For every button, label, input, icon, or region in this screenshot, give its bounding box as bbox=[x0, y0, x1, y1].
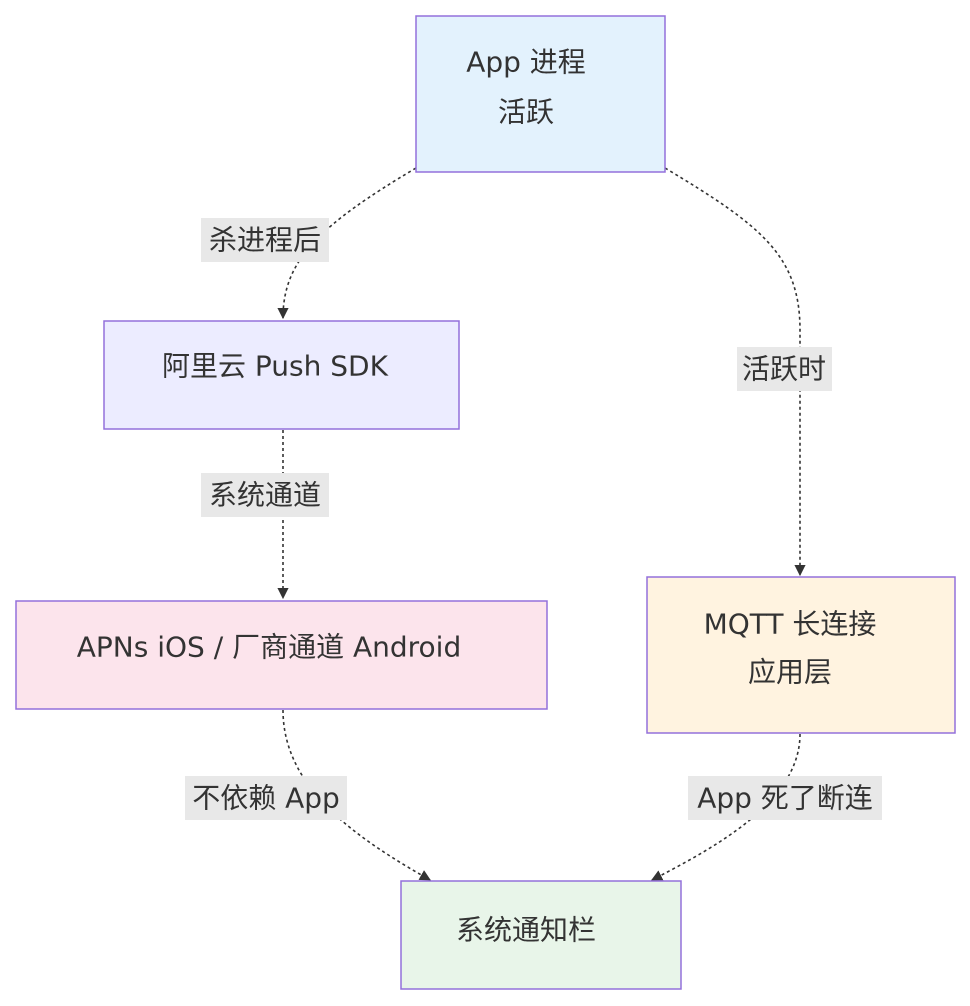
node-mqtt-line1: MQTT 长连接 bbox=[704, 608, 877, 641]
edge-label-kill: 杀进程后 bbox=[201, 218, 329, 262]
node-apns-label: APNs iOS / 厂商通道 Android bbox=[77, 631, 461, 664]
node-aliyun-label: 阿里云 Push SDK bbox=[162, 350, 389, 383]
node-mqtt-box bbox=[646, 576, 956, 734]
node-system-notification-bar: 系统通知栏 bbox=[400, 880, 682, 990]
svg-text:活跃时: 活跃时 bbox=[742, 353, 826, 386]
node-mqtt-line2: 应用层 bbox=[748, 656, 832, 689]
node-notify-label: 系统通知栏 bbox=[456, 914, 596, 947]
node-notify-box bbox=[400, 880, 682, 990]
node-app-line1: App 进程 bbox=[466, 46, 586, 79]
svg-text:杀进程后: 杀进程后 bbox=[209, 224, 321, 257]
node-app-line2: 活跃 bbox=[498, 96, 554, 129]
svg-text:不依赖 App: 不依赖 App bbox=[192, 782, 340, 815]
svg-text:App 死了断连: App 死了断连 bbox=[697, 782, 873, 815]
edge-label-dead: App 死了断连 bbox=[688, 776, 882, 820]
edge-label-system: 系统通道 bbox=[201, 473, 329, 517]
node-app-process: App 进程 活跃 bbox=[415, 15, 666, 173]
node-mqtt-long-connection: MQTT 长连接 应用层 bbox=[646, 576, 956, 734]
node-aliyun-box bbox=[103, 320, 460, 430]
edge-app-to-mqtt bbox=[664, 167, 806, 577]
edge-label-independent: 不依赖 App bbox=[185, 776, 347, 820]
edge-apns-to-notify bbox=[282, 709, 431, 881]
node-apns-vendor-channel: APNs iOS / 厂商通道 Android bbox=[15, 600, 548, 710]
edge-mqtt-to-notify bbox=[651, 733, 801, 881]
node-apns-box bbox=[15, 600, 548, 710]
edge-label-active: 活跃时 bbox=[737, 347, 832, 391]
node-app-box bbox=[415, 15, 666, 173]
svg-text:系统通道: 系统通道 bbox=[209, 479, 321, 512]
node-aliyun-push-sdk: 阿里云 Push SDK bbox=[103, 320, 460, 430]
